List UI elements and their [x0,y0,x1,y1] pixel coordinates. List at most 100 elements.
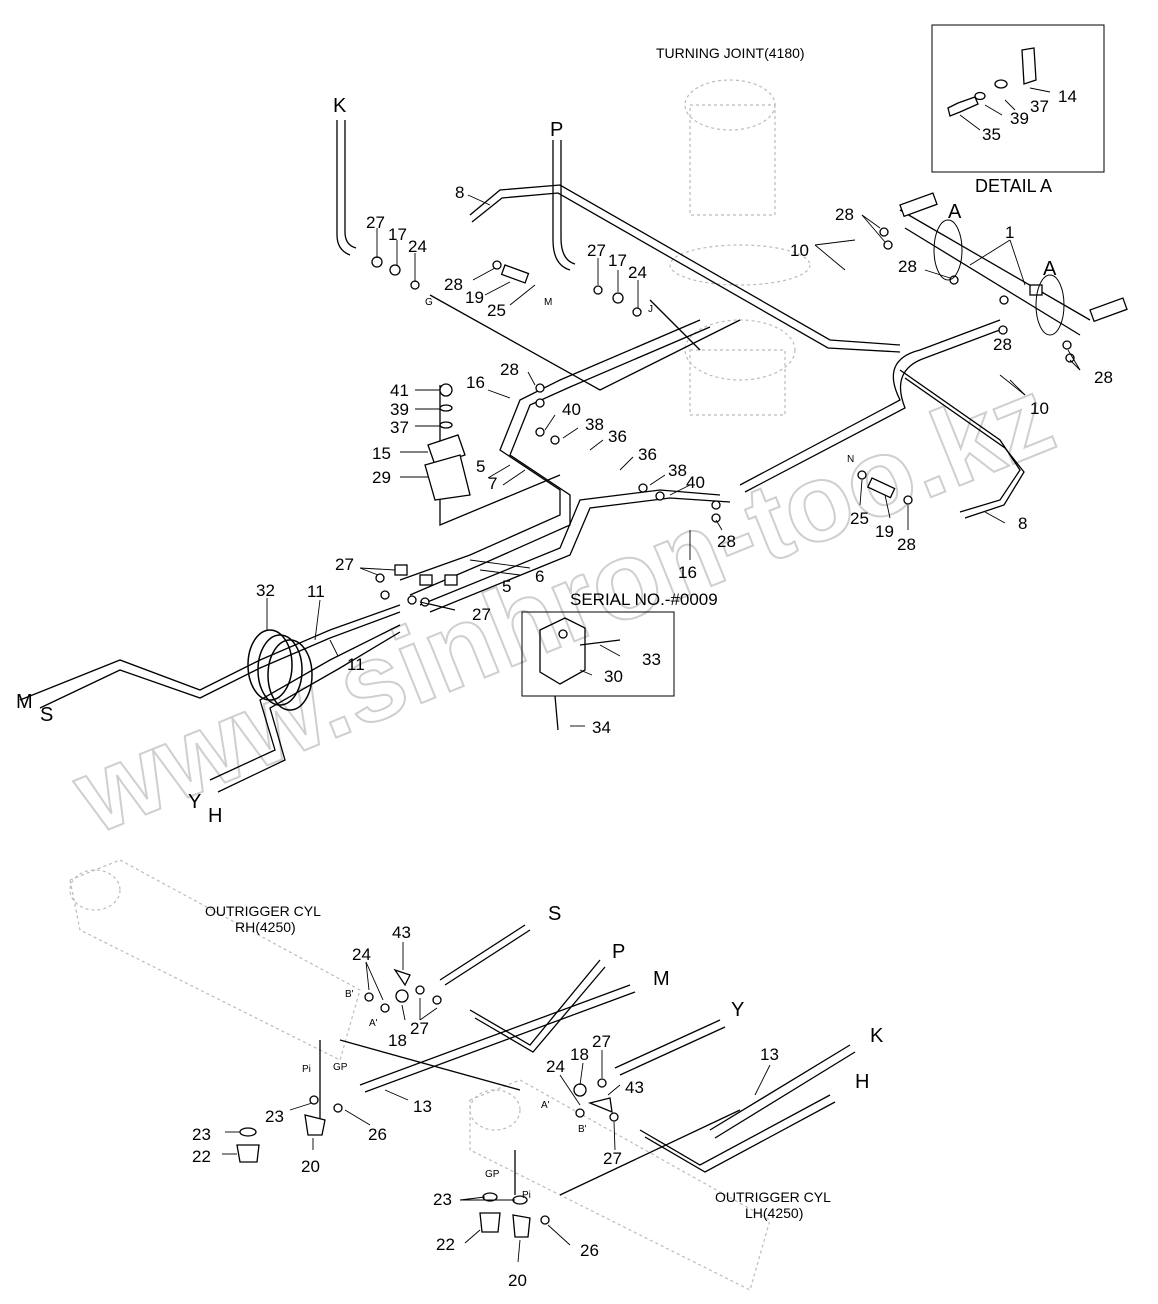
callout-5: 5 [476,457,485,476]
callout-28: 28 [717,532,736,551]
callout-27: 27 [587,241,606,260]
callout-29: 29 [372,468,391,487]
port-pi2: Pi [522,1190,531,1201]
detail-a-marker-2 [1035,274,1065,336]
line-end-a1: A [948,201,962,223]
callout-20: 20 [508,1271,527,1290]
callout-38: 38 [668,461,687,480]
callout-40: 40 [562,400,581,419]
callout-18: 18 [388,1031,407,1050]
leader-lines [222,87,1081,1263]
callout-28: 28 [993,335,1012,354]
detail-a-marker-1 [933,219,963,281]
line-end-y: Y [188,791,201,813]
upper-tubes [19,120,1091,793]
outrigger-lh-label-1: OUTRIGGER CYL [715,1189,831,1205]
port-j: J [648,304,653,315]
outrigger-cylinder-ghost [69,859,771,1291]
callout-7: 7 [488,474,497,493]
callout-36: 36 [608,427,627,446]
line-end-a2: A [1043,258,1057,280]
callout-34: 34 [592,718,611,737]
watermark-text: www.sinhron-too.kz [57,353,1069,857]
callout-26: 26 [368,1125,387,1144]
callout-24: 24 [628,263,647,282]
detail-a-title: DETAIL A [975,176,1052,196]
lower-tubes [319,924,856,1196]
callout-24: 24 [546,1057,565,1076]
callout-5: 5 [502,577,511,596]
line-end-letters: K P A A M S Y H S P M Y K H [16,95,1057,1093]
callout-33: 33 [642,650,661,669]
callout-22: 22 [436,1235,455,1254]
callout-19: 19 [875,522,894,541]
line-end-s: S [40,704,53,726]
port-gp1: GP [333,1062,348,1073]
line-end-k: K [333,95,347,117]
callout-27: 27 [592,1032,611,1051]
callout-1: 1 [1005,223,1014,242]
detail-a-parts [947,47,1037,117]
callout-24: 24 [352,945,371,964]
callout-13: 13 [760,1045,779,1064]
turning-joint-ghost [669,79,811,416]
port-gp2: GP [485,1169,500,1180]
callout-39: 39 [1010,109,1029,128]
callout-6: 6 [535,567,544,586]
turning-joint-label: TURNING JOINT(4180) [656,45,805,61]
callout-11: 11 [347,655,365,674]
line-end-m2: M [653,968,670,990]
callout-23: 23 [433,1190,452,1209]
callout-28: 28 [1094,368,1113,387]
outrigger-rh-label-1: OUTRIGGER CYL [205,903,321,919]
callout-40: 40 [686,473,705,492]
callout-17: 17 [608,251,627,270]
port-g: G [425,297,433,308]
callout-22: 22 [192,1147,211,1166]
callout-28: 28 [500,360,519,379]
port-a2: A' [541,1100,550,1111]
port-n: N [847,454,854,465]
callout-38: 38 [585,415,604,434]
detail-a-box [931,24,1105,173]
callout-27: 27 [472,605,491,624]
callout-28: 28 [444,275,463,294]
port-b2: B' [578,1124,587,1135]
port-m: M [544,297,552,308]
callout-30: 30 [604,667,623,686]
part-callouts: 27 17 24 8 28 19 25 27 17 24 10 28 1 28 … [192,87,1113,1290]
callout-37: 37 [390,418,409,437]
callout-43: 43 [625,1078,644,1097]
port-b1: B' [345,989,354,1000]
callout-28: 28 [835,205,854,224]
callout-11: 11 [307,582,325,601]
callout-37: 37 [1030,97,1049,116]
callout-8: 8 [455,183,464,202]
callout-25: 25 [487,301,506,320]
outrigger-lh-label-2: LH(4250) [745,1205,803,1221]
callout-16: 16 [678,563,697,582]
callout-32: 32 [256,581,275,600]
callout-16: 16 [466,373,485,392]
callout-23: 23 [265,1107,284,1126]
callout-13: 13 [413,1097,432,1116]
callout-26: 26 [580,1241,599,1260]
callout-27: 27 [410,1019,429,1038]
callout-27: 27 [335,555,354,574]
callout-36: 36 [638,445,657,464]
clamp-32 [247,629,313,711]
serial-box [521,611,675,697]
callout-10: 10 [1030,399,1049,418]
line-end-p: P [550,119,563,141]
callout-43: 43 [392,923,411,942]
port-pi1: Pi [302,1064,311,1075]
line-end-m: M [16,691,33,713]
callout-39: 39 [390,400,409,419]
callout-41: 41 [390,381,409,400]
line-end-s2: S [548,903,561,925]
callout-27: 27 [603,1149,622,1168]
callout-28: 28 [898,257,917,276]
callout-23: 23 [192,1125,211,1144]
callout-27: 27 [366,213,385,232]
line-end-h: H [208,805,222,827]
